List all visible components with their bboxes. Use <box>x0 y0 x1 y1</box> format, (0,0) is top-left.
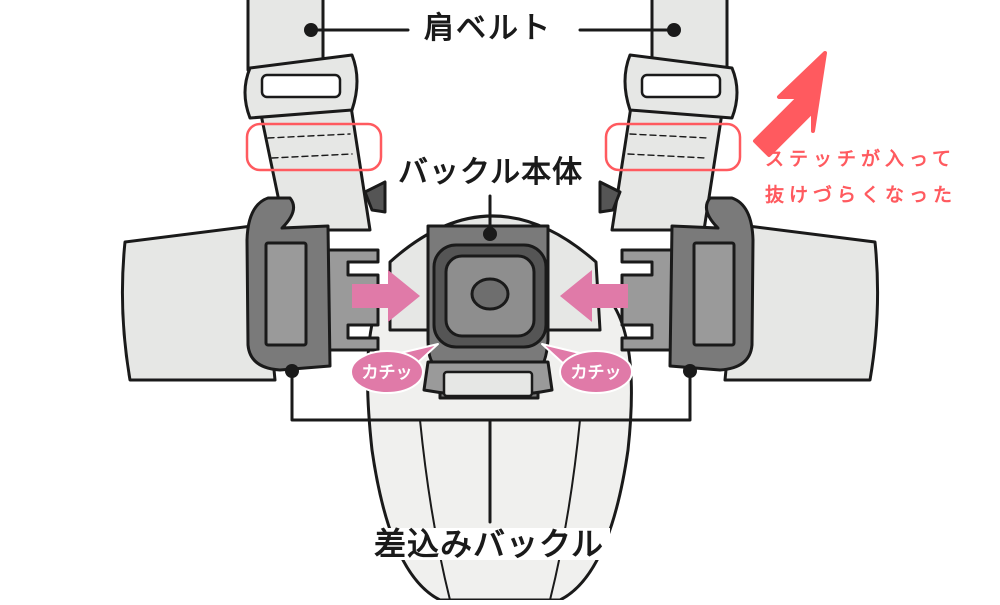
insert-buckle-right-tongue <box>620 248 682 352</box>
seat-inner-right <box>549 419 581 601</box>
click-sound-right: カチッ <box>571 363 622 383</box>
leader-dot-shoulder-right <box>667 23 681 37</box>
pink-arrow-icon <box>352 270 420 322</box>
seat-inner-left <box>419 419 451 601</box>
red-arrow-icon <box>753 51 827 157</box>
pink-arrow-icon-right <box>560 270 628 322</box>
click-sound-left: カチッ <box>362 363 413 383</box>
stitch-left <box>267 133 353 159</box>
insert-buckle-left-slot <box>264 241 308 347</box>
leader-dot-insert-right <box>683 364 697 378</box>
waist-belt-left <box>120 223 277 382</box>
adjuster-right-slot <box>640 73 722 99</box>
speech-bubble-icon-right: カチッ <box>541 343 633 394</box>
note-line-1: ステッチが入って <box>765 148 957 170</box>
label-insert-buckle: 差込みバックル <box>368 528 611 560</box>
strap-left-tab <box>363 180 387 214</box>
buckle-body-window <box>442 370 534 398</box>
label-buckle-body: バックル本体 <box>392 158 590 188</box>
speech-bubble-icon-left: カチッ <box>350 343 439 394</box>
stitch-highlight-right <box>604 122 742 172</box>
strap-right-tab <box>598 180 622 214</box>
stitch-highlight-left <box>245 122 383 172</box>
leader-dot-insert-left <box>285 364 299 378</box>
leader-dot-shoulder-left <box>304 23 318 37</box>
label-shoulder-belt: 肩ベルト <box>418 14 558 44</box>
leader-insert-buckle <box>290 370 692 524</box>
note-line-2: 抜けづらくなった <box>765 184 958 206</box>
stitch-right <box>627 133 709 159</box>
leader-dot-buckle-body <box>483 227 497 241</box>
insert-buckle-right-slot <box>692 241 736 347</box>
insert-buckle-left-tongue <box>318 248 380 352</box>
adjuster-left-slot <box>260 73 342 99</box>
release-button-dot <box>470 277 510 311</box>
waist-belt-right <box>723 223 880 382</box>
